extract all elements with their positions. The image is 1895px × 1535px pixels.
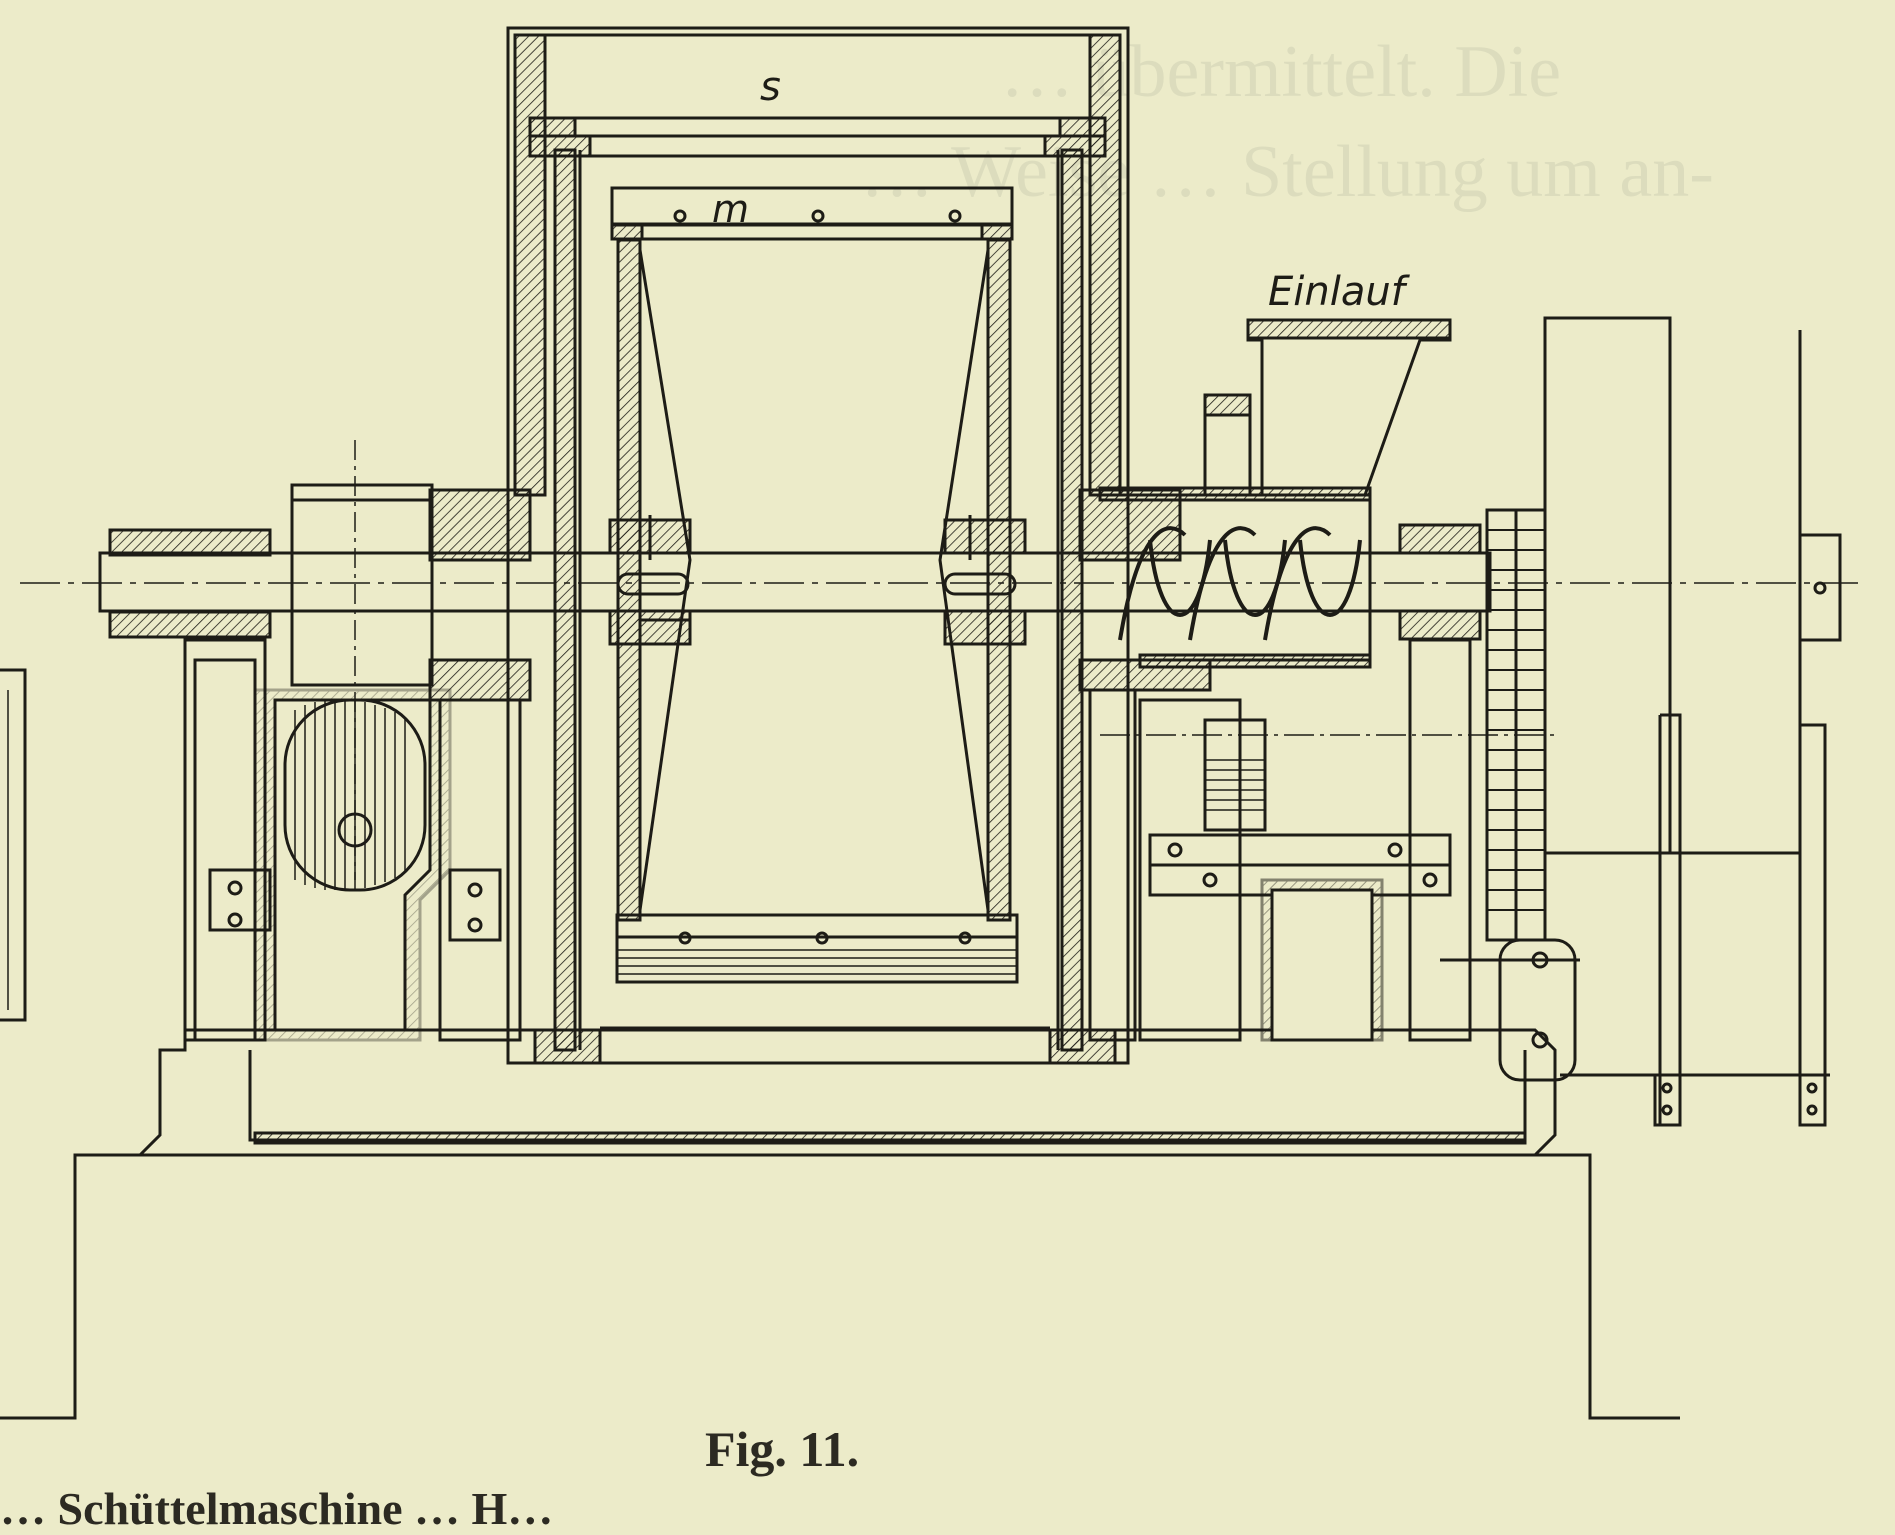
bottom-text-fragment: … Schüttelmaschine … H… (0, 1483, 554, 1534)
label-einlauf: Einlauf (1268, 269, 1411, 315)
technical-drawing-figure: … übermittelt. Die … Weise … Stellung um… (0, 26, 1860, 1534)
label-m: m (712, 187, 749, 231)
machine-section-drawing: s m Einlauf (0, 26, 1860, 1420)
label-s: s (760, 64, 781, 110)
figure-caption: Fig. 11. (705, 1421, 860, 1477)
bleed-through-line-2: … Weise … Stellung um an- (860, 131, 1714, 213)
